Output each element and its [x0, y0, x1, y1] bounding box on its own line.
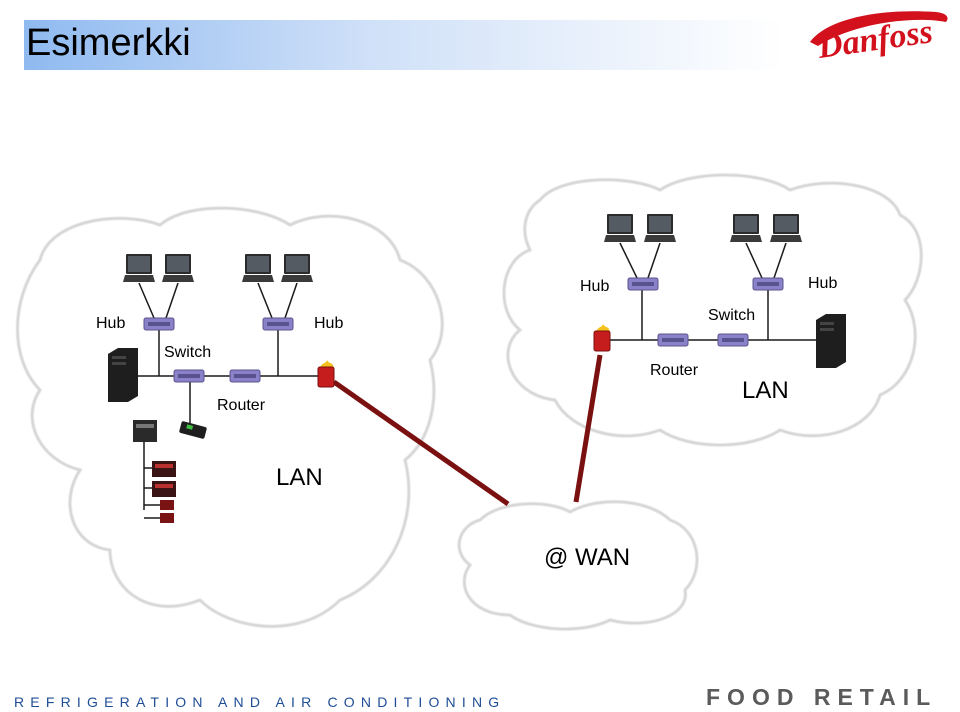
danfoss-logo: Danfoss: [810, 11, 948, 66]
laptop-icon: [281, 254, 313, 282]
lan-right-hub-label-2: Hub: [808, 275, 838, 292]
hub-icon: [262, 317, 294, 331]
laptop-icon: [123, 254, 155, 282]
hub-icon: [752, 277, 784, 291]
footer-segment: FOOD RETAIL: [706, 684, 938, 710]
switch-icon: [717, 333, 749, 347]
wan-cloud: [457, 500, 699, 631]
lan-left-switch-label: Switch: [164, 344, 212, 361]
switch-icon: [173, 369, 205, 383]
lan-right-router-label: Router: [650, 362, 699, 379]
lan-right-cloud: [502, 173, 923, 447]
footer-division: REFRIGERATION AND AIR CONDITIONING: [14, 694, 506, 710]
wan-link-right: [573, 354, 603, 503]
laptop-icon: [604, 214, 636, 242]
lan-left-hub-label-2: Hub: [314, 315, 344, 332]
controller-icon: [133, 420, 207, 442]
lan-left-router-label: Router: [217, 397, 266, 414]
lan-right-switch-label: Switch: [708, 307, 756, 324]
lan-left-hub-label-1: Hub: [96, 315, 126, 332]
server-icon: [108, 348, 138, 402]
laptop-icon: [770, 214, 802, 242]
laptop-icon: [730, 214, 762, 242]
hub-icon: [627, 277, 659, 291]
lan-right-hub-label-1: Hub: [580, 278, 610, 295]
page-title: Esimerkki: [26, 22, 191, 64]
router-icon: [229, 369, 261, 383]
server-icon: [816, 314, 846, 368]
laptop-icon: [162, 254, 194, 282]
lan-left-cloud-label: LAN: [276, 464, 323, 491]
laptop-icon: [242, 254, 274, 282]
wan-cloud-label: @ WAN: [544, 544, 631, 571]
lan-right-cloud-label: LAN: [742, 377, 789, 404]
title-bar: [24, 20, 784, 70]
hub-icon: [143, 317, 175, 331]
lan-left-cloud: [16, 206, 444, 628]
router-icon: [657, 333, 689, 347]
controller-icon: [152, 461, 176, 523]
laptop-icon: [644, 214, 676, 242]
wan-link-left: [332, 379, 510, 507]
